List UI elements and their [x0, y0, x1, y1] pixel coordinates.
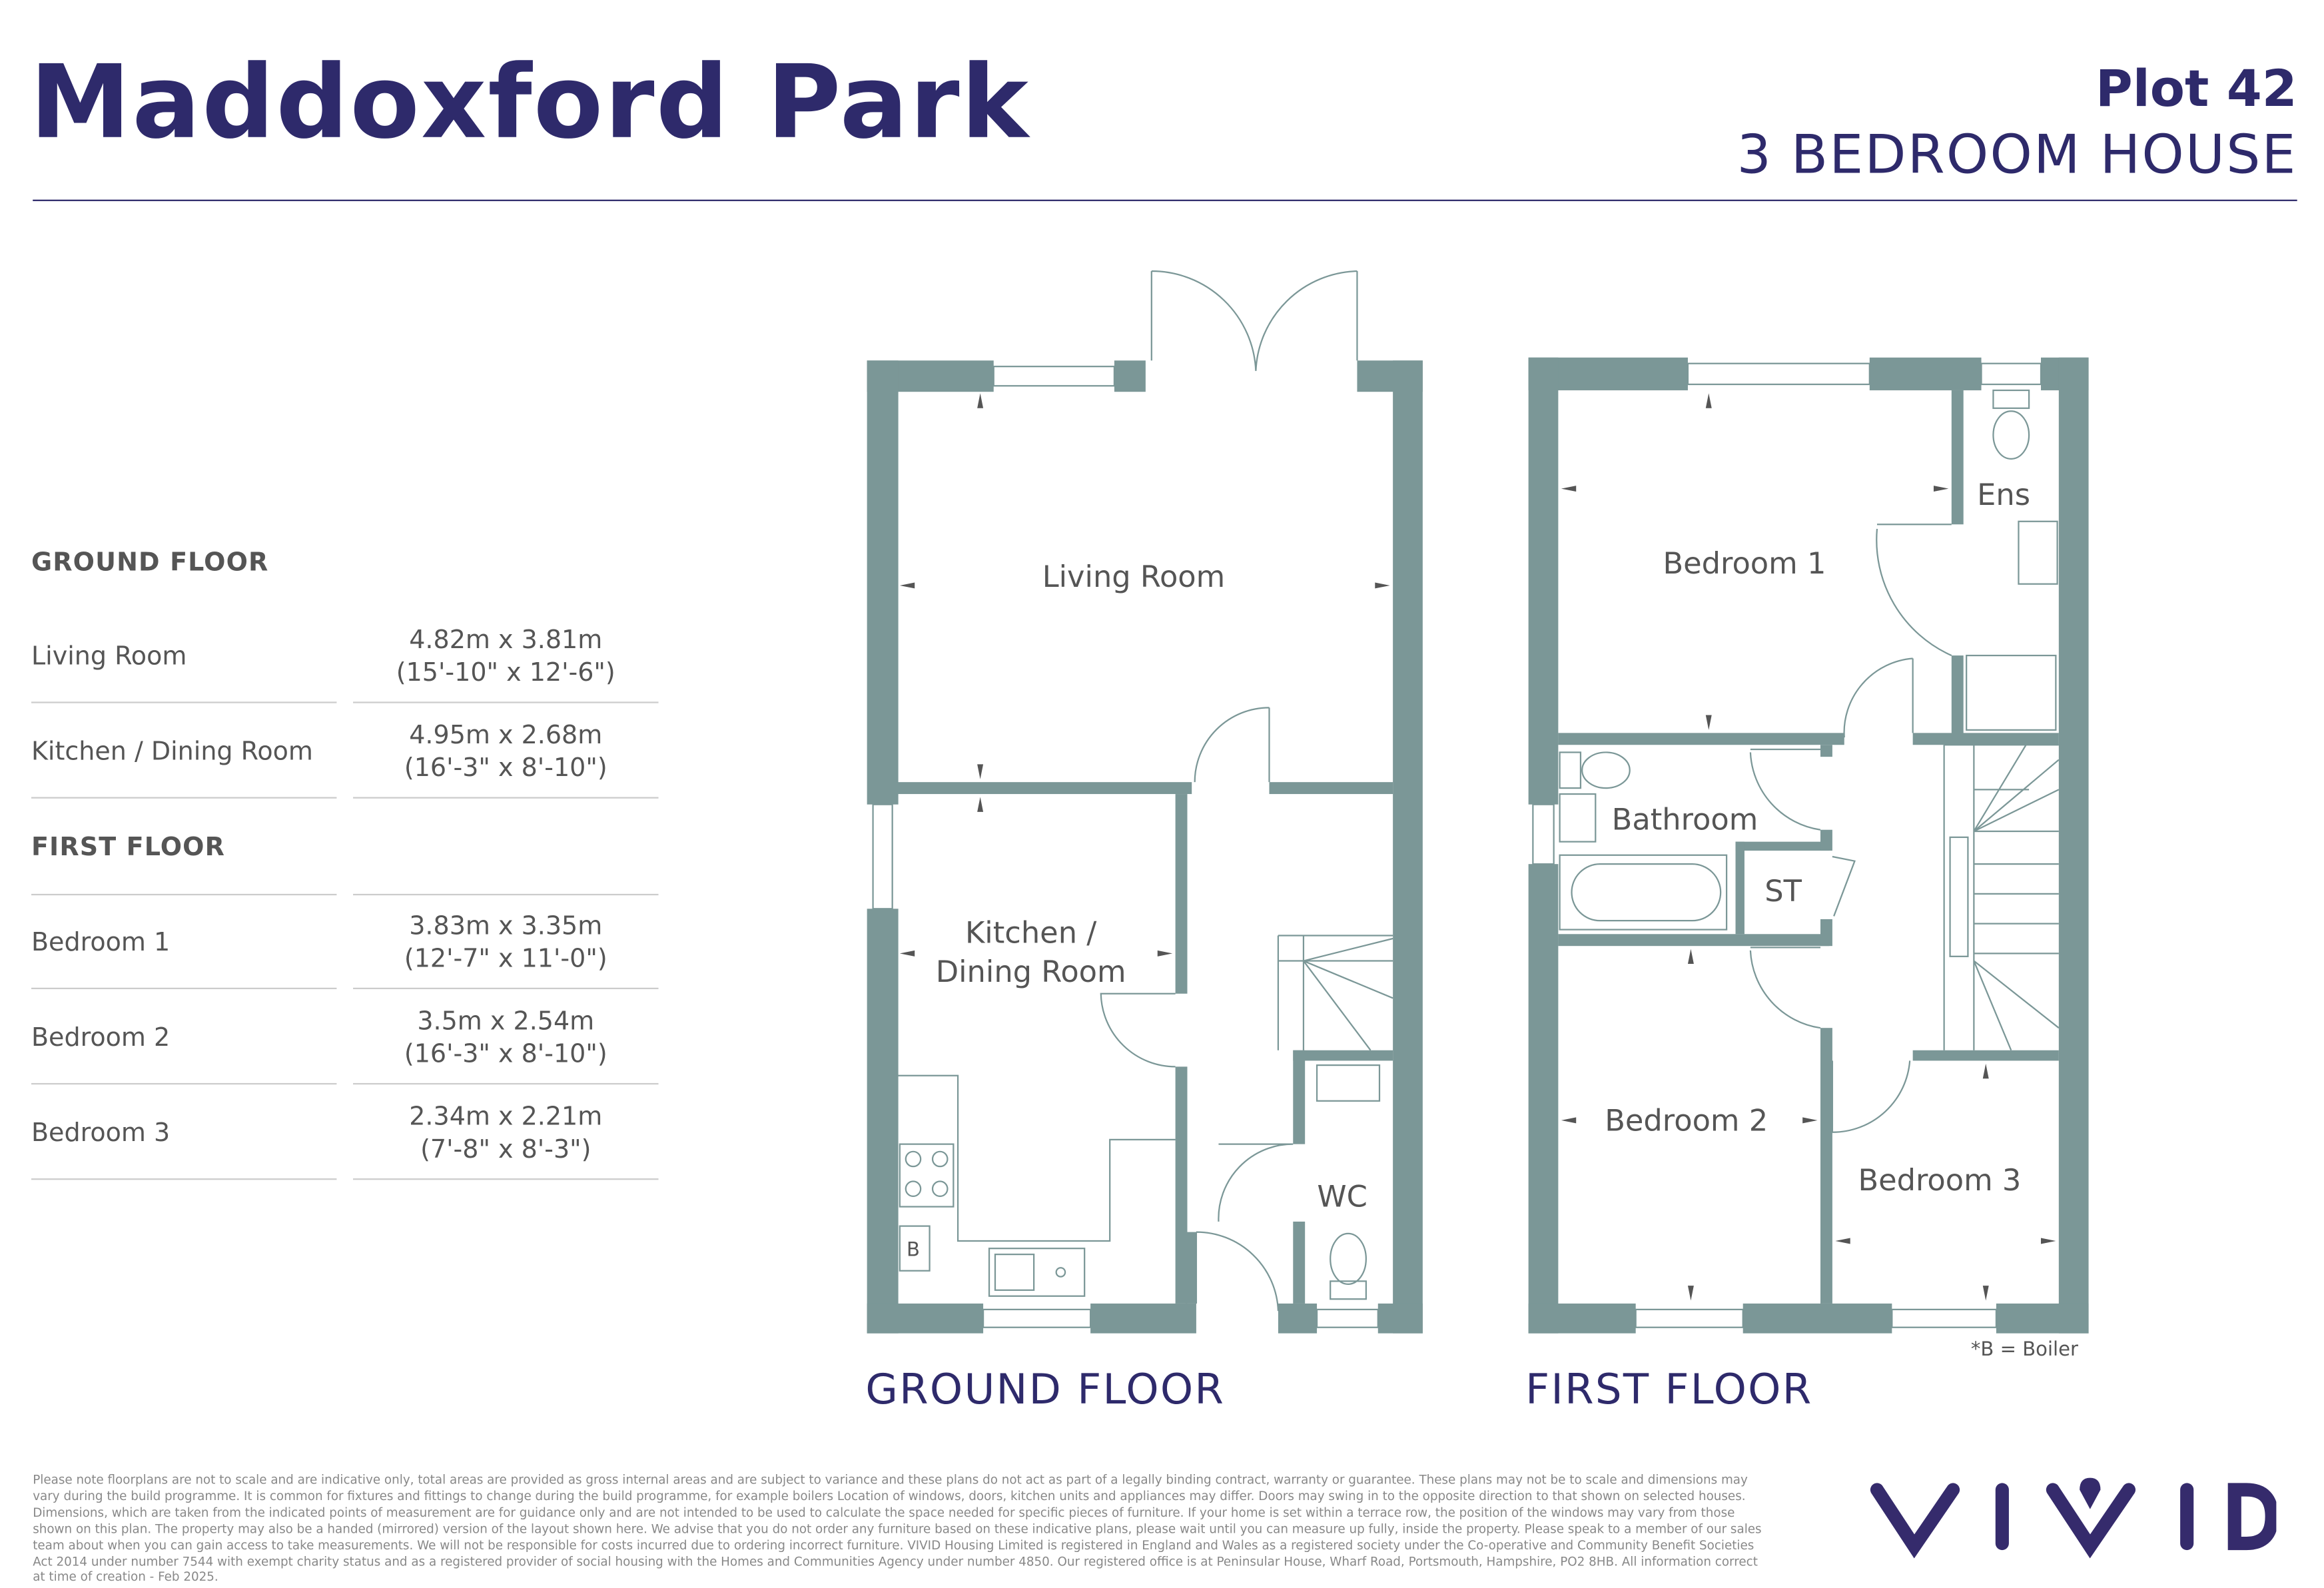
- bedroom-3-label: Bedroom 3: [1858, 1162, 2021, 1198]
- disclaimer: Please note floorplans are not to scale …: [33, 1471, 1762, 1585]
- living-room-label: Living Room: [1042, 559, 1226, 594]
- room-imperial: (15'-10" x 12'-6"): [396, 658, 615, 689]
- room-name: Bedroom 2: [31, 1023, 171, 1054]
- ground-floor-walls: [867, 360, 1423, 1334]
- measurement-arrows: [899, 393, 2056, 1301]
- first-floor-heading: FIRST FLOOR: [31, 833, 225, 863]
- first-floor-walls: [1528, 357, 2089, 1334]
- ground-floor-fixtures: [872, 270, 1393, 1328]
- room-row: Living Room 4.82m x 3.81m(15'-10" x 12'-…: [31, 611, 659, 703]
- room-imperial: (16'-3" x 8'-10"): [404, 1040, 607, 1070]
- ground-floor-heading: GROUND FLOOR: [31, 548, 269, 578]
- room-name: Living Room: [31, 641, 187, 672]
- room-metric: 2.34m x 2.21m: [409, 1102, 603, 1132]
- header-divider: [33, 199, 2297, 201]
- boiler-label: B: [907, 1238, 920, 1260]
- bathroom-label: Bathroom: [1612, 802, 1758, 837]
- room-name: Bedroom 1: [31, 928, 171, 959]
- room-row: Bedroom 1 3.83m x 3.35m(12'-7" x 11'-0"): [31, 897, 659, 990]
- room-metric: 4.82m x 3.81m: [409, 625, 603, 656]
- room-imperial: (7'-8" x 8'-3"): [420, 1135, 591, 1165]
- first-floor-fixtures: [1532, 362, 2060, 1328]
- bedroom-2-label: Bedroom 2: [1605, 1103, 1768, 1138]
- ground-floor-plan-title: GROUND FLOOR: [865, 1364, 1226, 1414]
- first-floor-plan-title: FIRST FLOOR: [1525, 1364, 1813, 1414]
- room-imperial: (16'-3" x 8'-10"): [404, 753, 607, 784]
- room-imperial: (12'-7" x 11'-0"): [404, 944, 607, 975]
- kitchen-label-line1: Kitchen /: [965, 915, 1097, 951]
- storage-label: ST: [1764, 873, 1802, 909]
- room-name: Kitchen / Dining Room: [31, 737, 313, 767]
- kitchen-label-line2: Dining Room: [936, 954, 1126, 989]
- wc-label: WC: [1317, 1179, 1367, 1214]
- development-title: Maddoxford Park: [29, 45, 1030, 163]
- room-metric: 4.95m x 2.68m: [409, 721, 603, 751]
- room-row: Bedroom 2 3.5m x 2.54m(16'-3" x 8'-10"): [31, 992, 659, 1085]
- room-metric: 3.83m x 3.35m: [409, 911, 603, 942]
- room-metric: 3.5m x 2.54m: [417, 1006, 595, 1037]
- room-row: Bedroom 3 2.34m x 2.21m(7'-8" x 8'-3"): [31, 1088, 659, 1180]
- vivid-logo: [1870, 1477, 2277, 1559]
- room-name: Bedroom 3: [31, 1118, 171, 1149]
- house-type: 3 BEDROOM HOUSE: [1737, 125, 2297, 187]
- plot-number: Plot 42: [2095, 59, 2297, 119]
- bedroom-1-label: Bedroom 1: [1663, 546, 1826, 581]
- boiler-note: *B = Boiler: [1970, 1339, 2078, 1362]
- room-row: Kitchen / Dining Room 4.95m x 2.68m(16'-…: [31, 706, 659, 799]
- ensuite-label: Ens: [1977, 477, 2030, 512]
